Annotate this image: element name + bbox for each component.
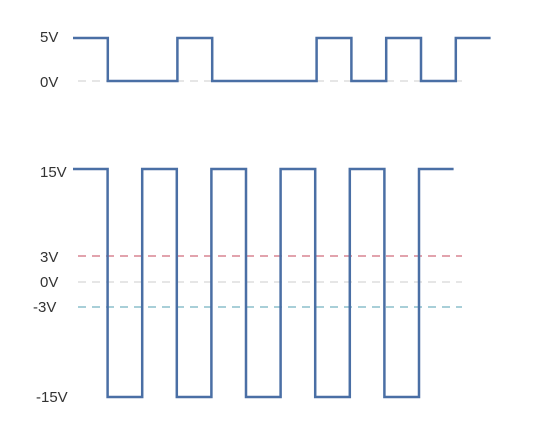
rs232-neg-threshold-label: -3V: [33, 299, 57, 316]
ttl-low-label: 0V: [40, 74, 59, 91]
rs232-high-label: 15V: [40, 164, 67, 181]
rs232-pos-threshold-label: 3V: [40, 249, 59, 266]
rs232-low-label: -15V: [36, 389, 68, 406]
ttl-signal-waveform: [73, 36, 491, 83]
rs232-zero-label: 0V: [40, 274, 59, 291]
rs232-signal-waveform: [73, 167, 454, 399]
ttl-high-label: 5V: [40, 29, 59, 46]
